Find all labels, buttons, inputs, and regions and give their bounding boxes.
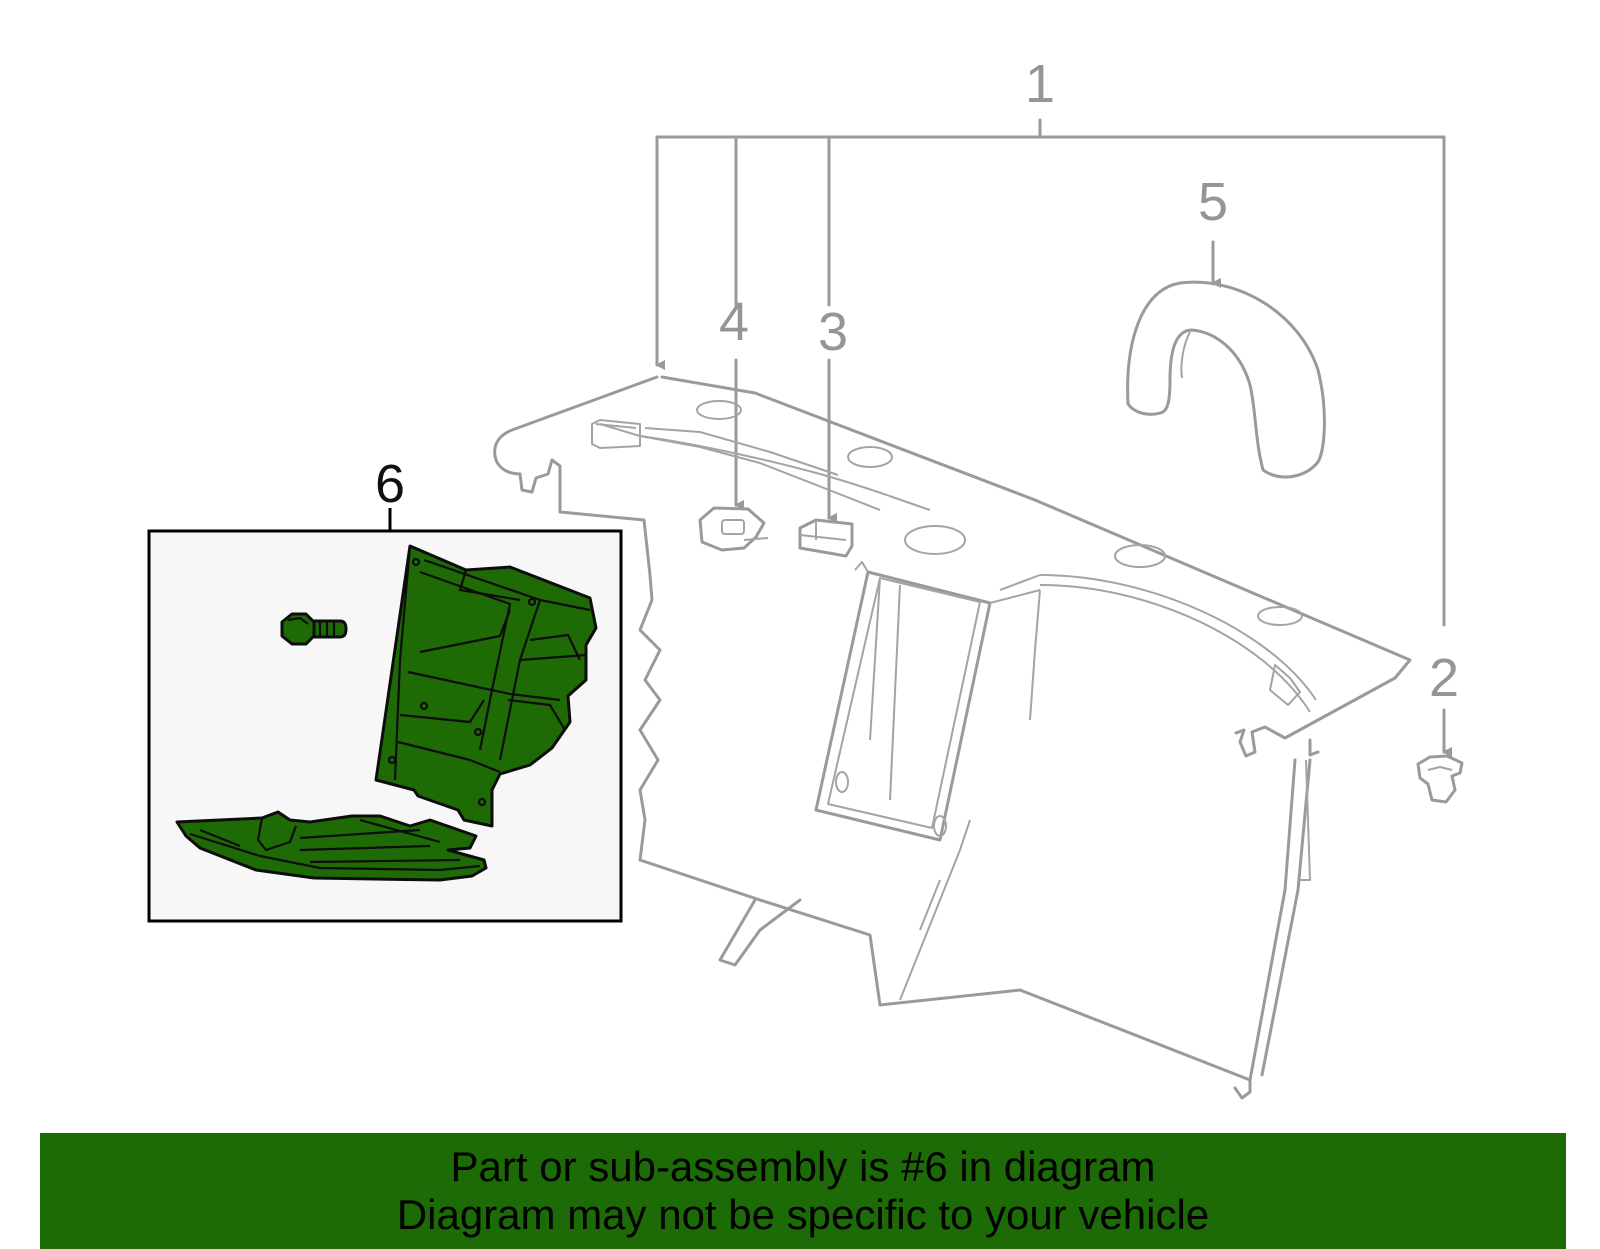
callout-1-bracket <box>655 118 1446 627</box>
part-3-clip <box>798 518 854 558</box>
part-2-clip <box>1416 754 1464 804</box>
callout-1: 1 <box>1025 54 1055 114</box>
callout-2: 2 <box>1429 648 1459 708</box>
callout-4: 4 <box>719 292 749 352</box>
banner-line-1: Part or sub-assembly is #6 in diagram <box>450 1143 1156 1190</box>
part-4-trim-piece <box>698 506 769 552</box>
part-6-bracket-housing <box>374 544 598 828</box>
part-6-bolt <box>280 612 348 646</box>
callout-6: 6 <box>375 454 405 514</box>
info-banner: Part or sub-assembly is #6 in diagram Di… <box>40 1133 1566 1249</box>
callout-3: 3 <box>818 302 848 362</box>
banner-line-2: Diagram may not be specific to your vehi… <box>396 1191 1210 1238</box>
callout-5: 5 <box>1198 172 1228 232</box>
part-1-trim-panel <box>493 375 1412 1100</box>
part-6-tray-cover <box>175 810 488 882</box>
part-5-grab-handle <box>1126 280 1326 479</box>
